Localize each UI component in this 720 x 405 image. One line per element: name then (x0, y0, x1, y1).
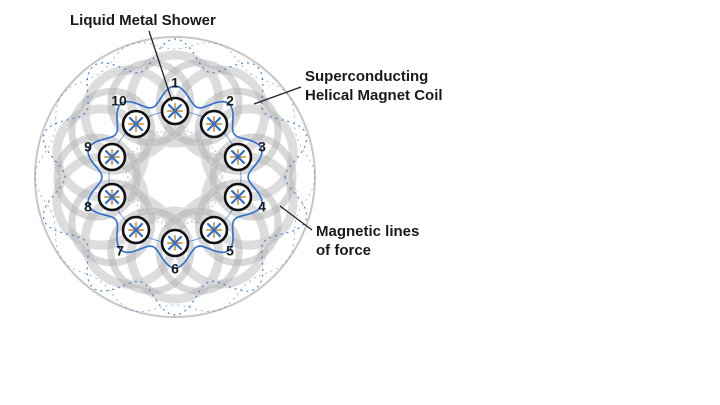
shower-nozzle-6 (160, 228, 190, 258)
position-number-9: 9 (84, 139, 92, 155)
shower-nozzle-4 (223, 182, 253, 212)
leader-line-field (279, 205, 313, 231)
label-coil-line2: Helical Magnet Coil (305, 87, 443, 104)
shower-nozzle-10 (121, 109, 151, 139)
shower-nozzle-9 (97, 142, 127, 172)
label-coil-line1: Superconducting (305, 68, 428, 85)
position-number-6: 6 (171, 261, 179, 277)
position-number-4: 4 (258, 199, 266, 215)
label-field-line1: Magnetic lines (316, 223, 419, 240)
coil-loop-dark (53, 133, 141, 221)
position-number-2: 2 (226, 93, 234, 109)
shower-nozzle-3 (223, 142, 253, 172)
annotation-labels: Liquid Metal Shower Superconducting Heli… (70, 12, 443, 259)
position-number-1: 1 (171, 75, 179, 91)
position-number-5: 5 (226, 243, 234, 259)
field-line-dotted-outer (42, 38, 308, 316)
leader-line-shower (148, 30, 173, 102)
leader-line-coil (253, 86, 302, 105)
position-number-3: 3 (258, 139, 266, 155)
shower-nozzle-ring (97, 96, 253, 258)
field-line-solid-weave (87, 85, 263, 269)
position-number-10: 10 (111, 93, 127, 109)
shower-nozzle-1 (160, 96, 190, 126)
shower-nozzle-8 (97, 182, 127, 212)
shower-nozzle-5 (199, 215, 229, 245)
label-field-line2: of force (316, 242, 371, 259)
shower-nozzle-2 (199, 109, 229, 139)
position-number-7: 7 (116, 243, 124, 259)
leader-lines (148, 30, 313, 231)
position-number-8: 8 (84, 199, 92, 215)
shower-nozzle-7 (121, 215, 151, 245)
coil-loop-dark (209, 133, 297, 221)
label-liquid-metal-shower: Liquid Metal Shower (70, 12, 216, 29)
position-numbers: 1 2 3 4 5 6 7 8 9 10 (84, 75, 266, 277)
